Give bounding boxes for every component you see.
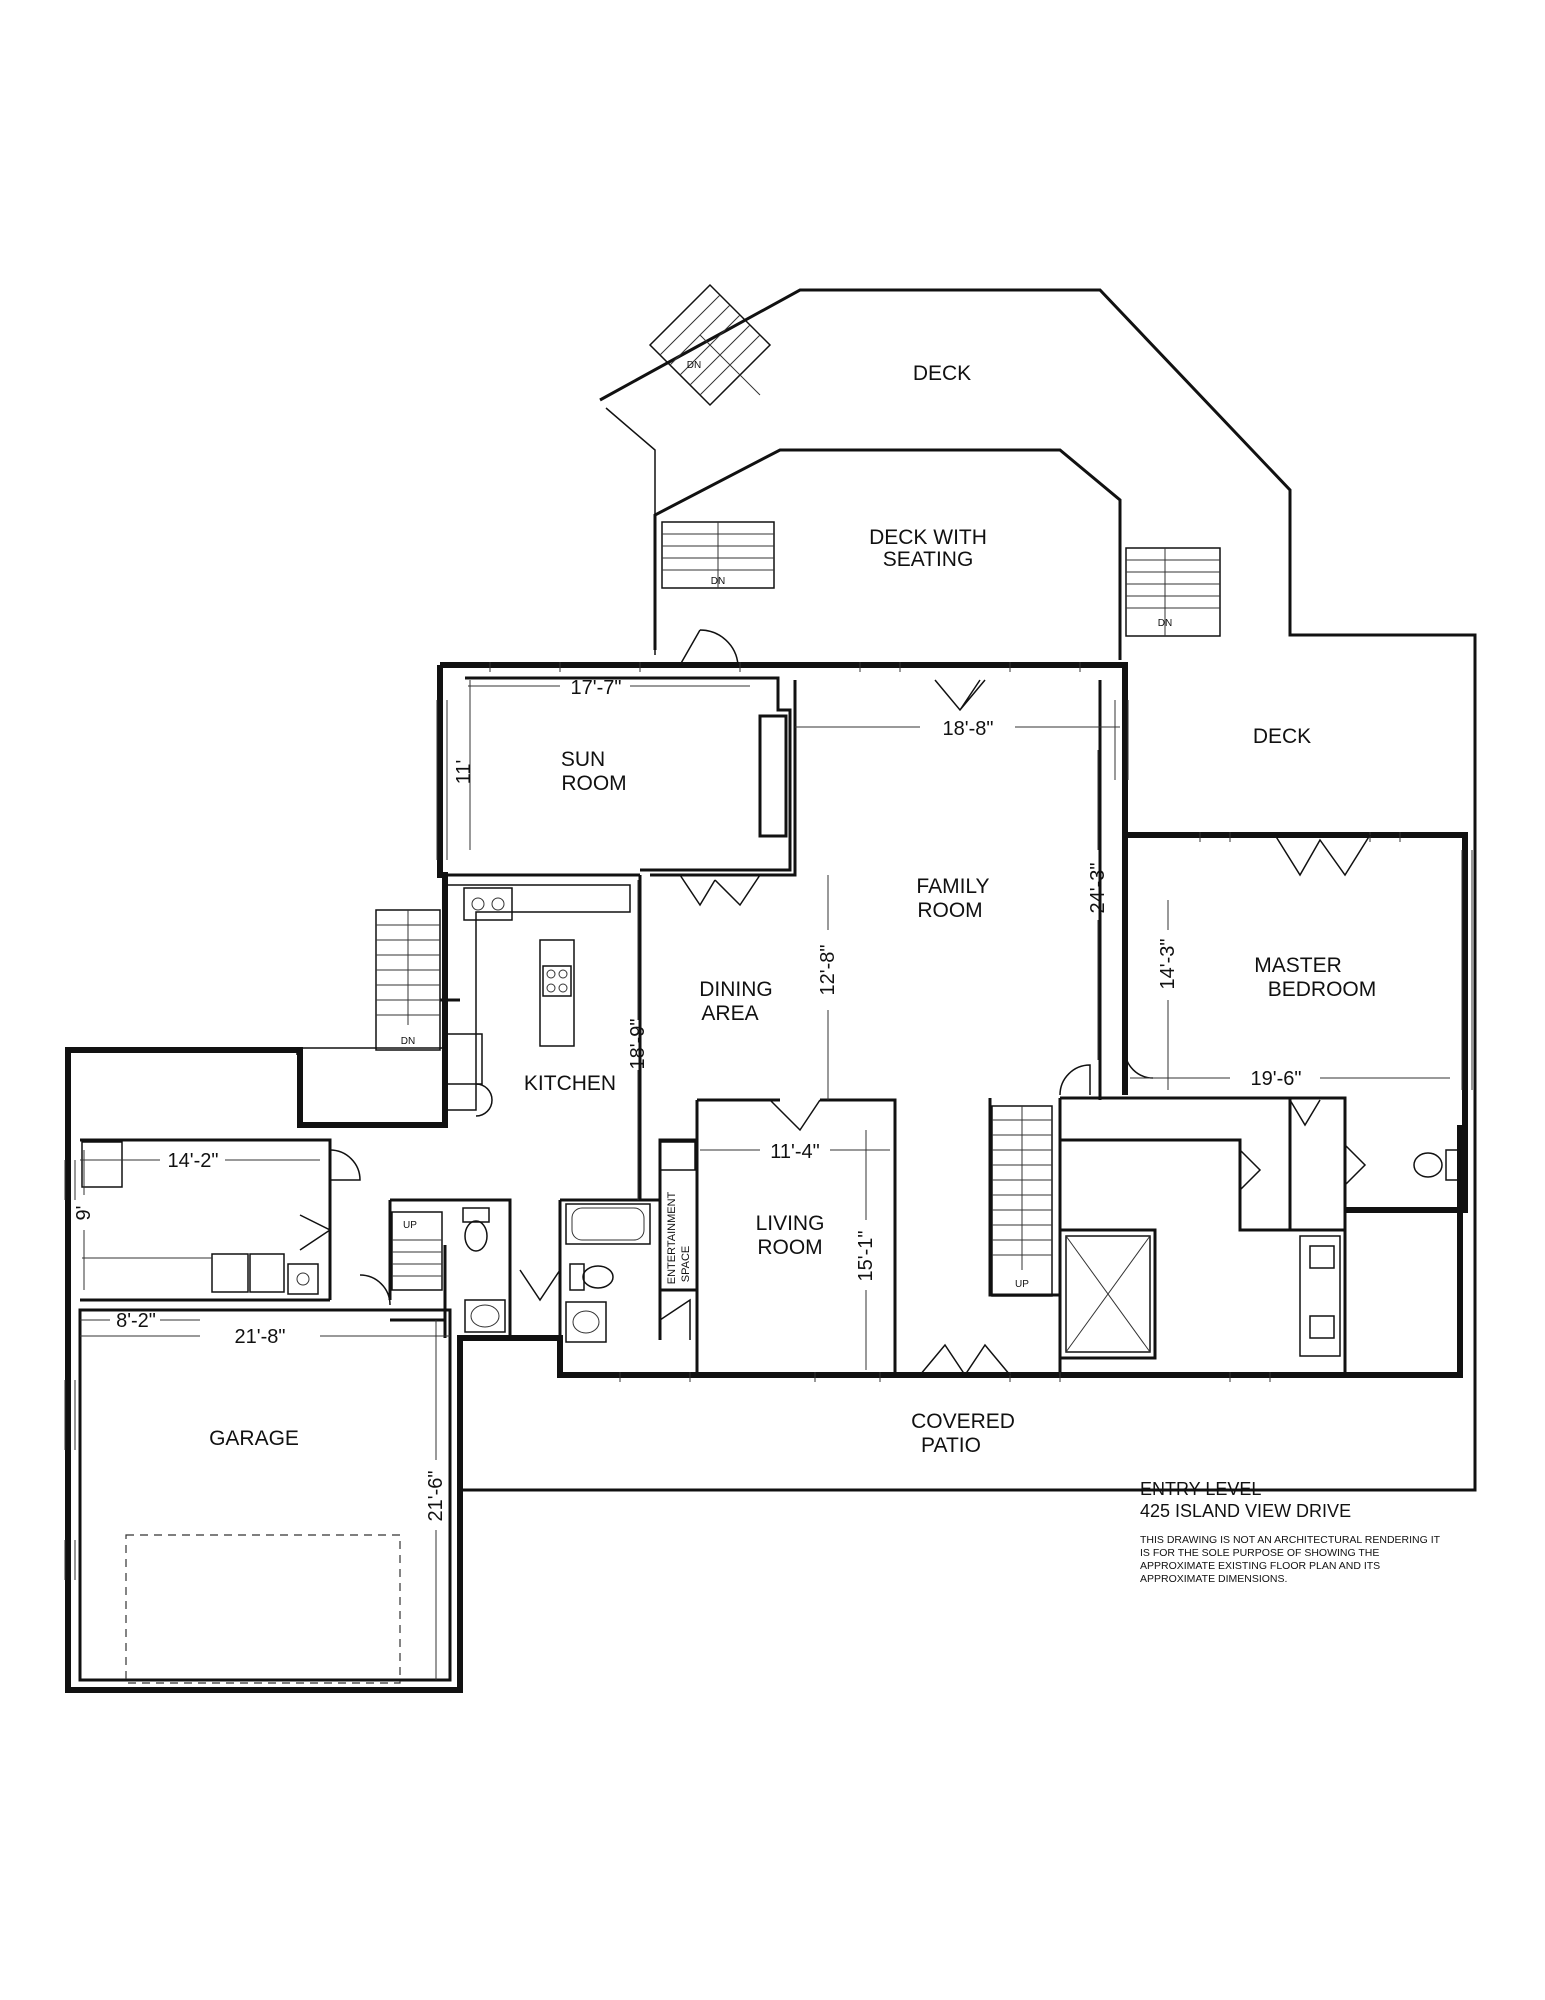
sun-room-width: 17'-7"	[571, 677, 622, 699]
stair-deck-top: DN	[648, 283, 772, 407]
fixtures	[81, 884, 1461, 1357]
washer-icon	[211, 1253, 249, 1293]
covered-patio-label-line2: PATIO	[921, 1434, 981, 1457]
disclaimer: THIS DRAWING IS NOT AN ARCHITECTURAL REN…	[1140, 1534, 1440, 1585]
garage-partial-width: 8'-2"	[116, 1310, 156, 1332]
stair-kitchen-side: DN	[375, 909, 441, 1051]
stair-dn-label: DN	[401, 1036, 415, 1047]
dining-height: 12'-8"	[817, 945, 839, 996]
deck-seating-label-line2: SEATING	[883, 548, 974, 571]
sun-room-height: 11'	[453, 760, 475, 785]
bathtub-icon	[565, 1203, 651, 1245]
family-room-label-line2: ROOM	[917, 899, 982, 922]
interior-walls	[78, 676, 1347, 1684]
deck-right-label: DECK	[1253, 725, 1311, 748]
deck-label: DECK	[913, 362, 971, 385]
address: 425 ISLAND VIEW DRIVE	[1140, 1501, 1352, 1521]
dimension-lines	[80, 680, 1450, 1680]
sink-icon	[565, 1301, 607, 1343]
entertainment-space-label-line1: ENTERTAINMENT	[666, 1191, 678, 1284]
laundry-sink-icon	[287, 1263, 319, 1295]
doors	[299, 629, 1371, 1377]
title-block: ENTRY LEVEL 425 ISLAND VIEW DRIVE THIS D…	[1140, 1478, 1520, 1586]
entertainment-space-label-line2: SPACE	[680, 1246, 692, 1282]
stair-up-label: UP	[1015, 1279, 1029, 1290]
garage-height: 21'-6"	[425, 1471, 447, 1522]
kitchen-label: KITCHEN	[524, 1072, 616, 1095]
stair-deck-left: DN	[661, 521, 775, 589]
sun-room-label-line2: ROOM	[561, 772, 626, 795]
living-width: 11'-4"	[770, 1141, 819, 1163]
room-labels: DECK DECK WITH SEATING DECK SUN ROOM FAM…	[209, 362, 1376, 1457]
stair-deck-right: DN	[1125, 547, 1221, 637]
laundry-height: 9'	[73, 1206, 95, 1221]
family-room-height: 24'-3"	[1087, 863, 1109, 914]
dryer-icon	[249, 1253, 285, 1293]
covered-patio-label-line1: COVERED	[911, 1410, 1015, 1433]
toilet-icon	[462, 1207, 490, 1252]
master-width: 19'-6"	[1251, 1068, 1302, 1090]
sink-icon	[464, 1299, 506, 1333]
family-room-label-line1: FAMILY	[916, 875, 989, 898]
stair-hall: UP	[991, 1105, 1053, 1297]
windows	[64, 662, 1473, 1580]
cooktop-icon	[542, 965, 572, 997]
living-room-label-line1: LIVING	[756, 1212, 825, 1235]
kitchen-sink-icon	[463, 887, 513, 921]
kitchen-island	[539, 939, 575, 1047]
stair-dn-label: DN	[687, 360, 701, 371]
garage-label: GARAGE	[209, 1427, 299, 1450]
kitchen-height: 18'-9"	[627, 1019, 649, 1070]
master-height: 14'-3"	[1157, 939, 1179, 990]
family-room-width: 18'-8"	[943, 718, 994, 740]
dining-area-label-line2: AREA	[701, 1002, 758, 1025]
garage-width: 21'-8"	[235, 1326, 286, 1348]
laundry-width: 14'-2"	[168, 1150, 219, 1172]
sink-icon	[1309, 1315, 1335, 1339]
master-bedroom-label-line1: MASTER	[1254, 954, 1342, 977]
dimension-labels: 17'-7" 11' 18'-8" 24'-3" 14'-3" 19'-6" 1…	[73, 677, 1301, 1521]
sun-room-label-line1: SUN	[561, 748, 605, 771]
deck-seating-label-line1: DECK WITH	[869, 526, 987, 549]
toilet-icon	[569, 1263, 614, 1291]
sink-icon	[1309, 1245, 1335, 1269]
exterior-walls	[65, 662, 1468, 1693]
stair-up-label: UP	[403, 1220, 417, 1231]
living-room-label-line2: ROOM	[757, 1236, 822, 1259]
stair-dn-label: DN	[711, 576, 725, 587]
master-bedroom-label-line2: BEDROOM	[1268, 978, 1377, 1001]
dining-area-label-line1: DINING	[699, 978, 773, 1001]
living-height: 15'-1"	[855, 1231, 877, 1282]
toilet-icon	[1413, 1149, 1461, 1181]
stair-dn-label: DN	[1158, 618, 1172, 629]
shower-icon	[1065, 1235, 1151, 1353]
stair-laundry: UP	[391, 1211, 443, 1291]
level-title: ENTRY LEVEL	[1140, 1479, 1262, 1499]
upper-deck: DN DN DN	[460, 283, 1477, 1492]
